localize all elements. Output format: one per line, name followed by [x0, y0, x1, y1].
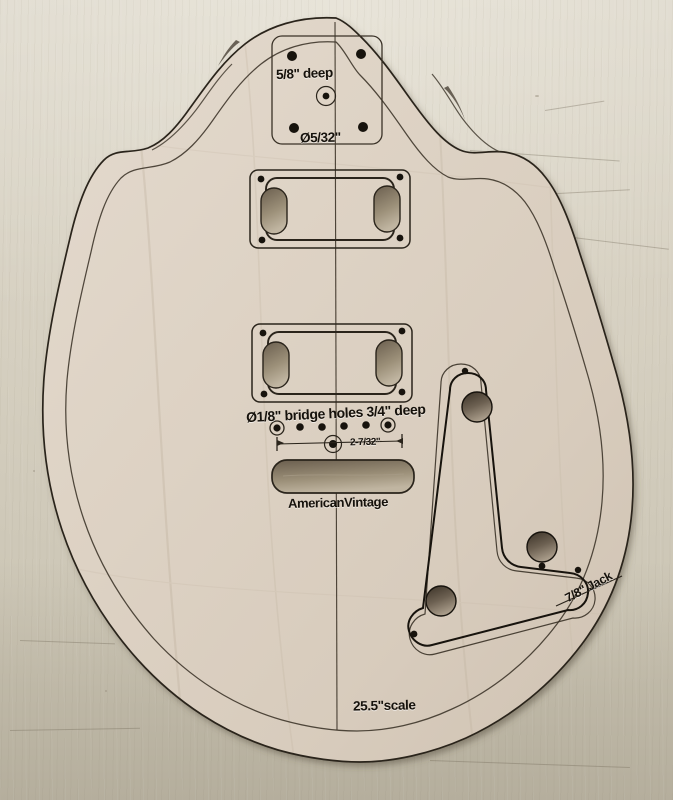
- bridge-route-ear-slot: [262, 341, 290, 389]
- surface-speck: [105, 690, 107, 692]
- bridge-route-outline: [251, 323, 413, 403]
- bridge-post-hole: [384, 421, 392, 429]
- body-inner-scribe-line: [65, 41, 604, 732]
- bridge-route-screw-hole: [398, 327, 406, 335]
- neck-screw-hole: [358, 122, 368, 132]
- cavity-screw-hole: [461, 367, 469, 375]
- bridge-dimension-arrow: [277, 440, 284, 446]
- knob-hole-right: [526, 531, 558, 563]
- bridge-post-ring: [269, 420, 285, 436]
- surface-speck: [33, 470, 35, 472]
- bridge-route-screw-hole: [259, 329, 267, 337]
- neck-pocket-outline: [271, 35, 383, 145]
- treble-horn-notch-line: [431, 73, 501, 153]
- neck-route-screw-hole: [396, 234, 404, 242]
- bass-horn-sliver: [218, 40, 240, 66]
- bridge-center-hole: [329, 440, 337, 448]
- body-centerline: [334, 21, 338, 731]
- surface-speck: [535, 95, 539, 97]
- neck-screw-diameter-label: Ø5/32": [299, 129, 341, 146]
- neck-humbucker-route: [249, 169, 411, 249]
- cavity-screw-hole: [538, 562, 546, 570]
- neck-screw-hole: [289, 123, 299, 133]
- neck-center-reference-ring: [315, 85, 337, 107]
- bridge-spacing-label: 2-7/32": [349, 436, 381, 449]
- jack-leader-line: [555, 575, 623, 607]
- control-cavity-boomerang: [407, 363, 596, 656]
- neck-center-reference-hole: [322, 92, 330, 100]
- cavity-outer-guide: [408, 363, 596, 656]
- neck-pocket: [271, 35, 383, 145]
- bass-horn-notch-line: [151, 63, 233, 151]
- neck-route-screw-hole: [258, 236, 266, 244]
- neck-route-outline: [249, 169, 411, 249]
- bridge-screw-hole: [296, 423, 304, 431]
- bridge-post-hole: [273, 424, 281, 432]
- neck-route-ear-slot: [260, 187, 288, 235]
- cavity-screw-hole: [574, 566, 582, 574]
- neck-pocket-depth-label: 5/8" deep: [275, 64, 334, 83]
- cavity-screw-hole: [410, 630, 418, 638]
- bridge-screw-hole: [318, 423, 326, 431]
- bridge-center-ring: [323, 434, 343, 454]
- bridge-screw-hole: [362, 421, 370, 429]
- neck-screw-hole: [356, 49, 366, 59]
- slot-grain: [282, 473, 405, 477]
- string-through-slot: [271, 459, 415, 494]
- bridge-post-ring: [380, 417, 396, 433]
- knob-hole-upper: [461, 391, 493, 423]
- bridge-route-screw-hole: [398, 388, 406, 396]
- neck-route-ear-slot: [373, 185, 401, 233]
- slot-opening: [271, 459, 415, 494]
- bridge-screw-hole: [340, 422, 348, 430]
- bridge-humbucker-route: [251, 323, 413, 403]
- bridge-dimension-arrow: [396, 438, 403, 444]
- cavity-outline: [407, 371, 590, 647]
- bridge-hole-row: [269, 417, 403, 454]
- bridge-route-ear-slot: [375, 339, 403, 387]
- neck-route-screw-hole: [257, 175, 265, 183]
- scale-length-label: 25.5"scale: [352, 697, 416, 714]
- treble-horn-sliver: [444, 86, 465, 120]
- knob-hole-lower: [425, 585, 457, 617]
- bridge-dimension-line: [276, 440, 403, 445]
- control-route-label: AmericanVintage: [287, 494, 389, 511]
- neck-route-screw-hole: [396, 173, 404, 181]
- neck-screw-hole: [287, 51, 297, 61]
- bridge-route-screw-hole: [260, 390, 268, 398]
